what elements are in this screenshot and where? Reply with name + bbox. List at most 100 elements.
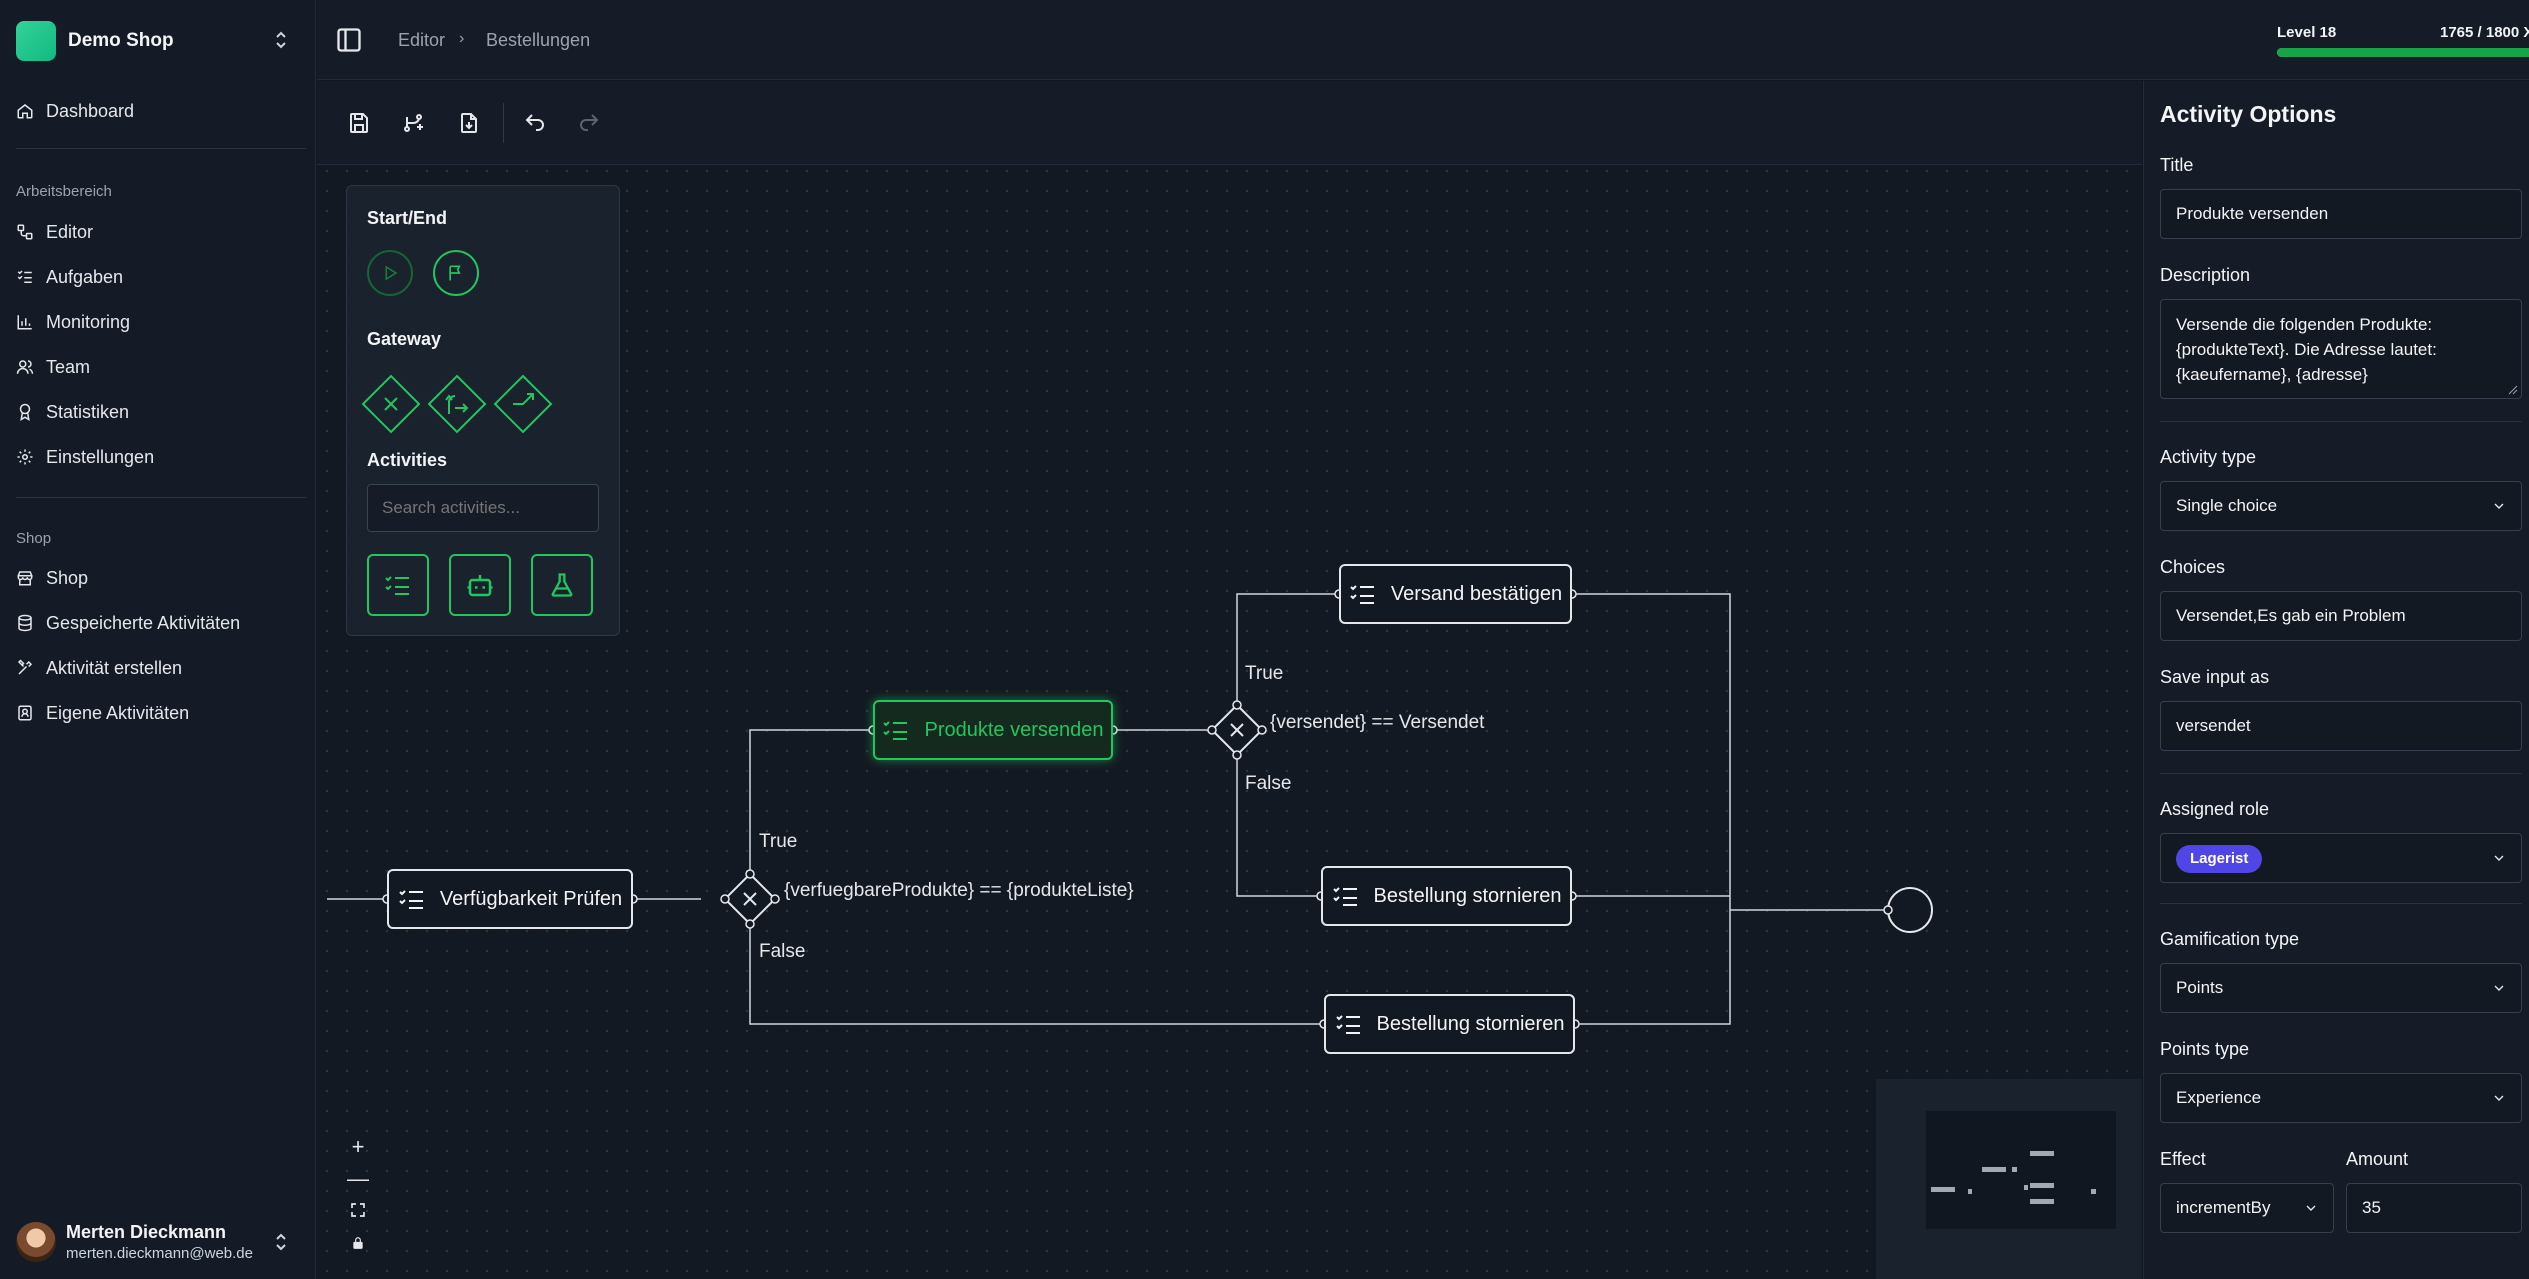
assigned-role-select[interactable]: Lagerist	[2160, 833, 2522, 883]
search-activities-input[interactable]	[367, 484, 599, 532]
sidebar-toggle-icon[interactable]	[335, 26, 363, 54]
end-event[interactable]	[1887, 887, 1933, 933]
save-input-field[interactable]: versendet	[2160, 701, 2522, 751]
save-button[interactable]	[347, 111, 371, 135]
sidebar-item-create-activity[interactable]: Aktivität erstellen	[16, 650, 301, 686]
gamification-type-select[interactable]: Points	[2160, 963, 2522, 1013]
sidebar-item-label: Shop	[46, 567, 89, 588]
sidebar-item-editor[interactable]: Editor	[16, 214, 301, 250]
sidebar-item-label: Statistiken	[46, 401, 130, 422]
zoom-controls: + —	[343, 1131, 373, 1259]
sidebar-item-label: Team	[46, 356, 91, 377]
redo-icon	[580, 114, 599, 131]
chevron-down-icon	[2494, 985, 2504, 991]
sidebar-item-monitoring[interactable]: Monitoring	[16, 304, 301, 340]
edge-label-true: True	[759, 831, 798, 852]
bar-chart-icon	[17, 315, 32, 330]
undo-icon	[525, 114, 544, 131]
activity-node-label: Bestellung stornieren	[1376, 1012, 1565, 1035]
end-node-tool[interactable]	[433, 250, 479, 296]
shop-name: Demo Shop	[68, 30, 174, 51]
activity-node-label: Bestellung stornieren	[1373, 884, 1562, 907]
zoom-in-button[interactable]: +	[351, 1134, 365, 1159]
toolbar-divider	[503, 103, 504, 143]
breadcrumb-separator-icon: ›	[459, 30, 465, 47]
inclusive-gateway-icon[interactable]	[491, 372, 555, 436]
sidebar-item-dashboard[interactable]: Dashboard	[16, 93, 301, 129]
assigned-role-label: Assigned role	[2160, 799, 2270, 819]
sidebar-item-einstellungen[interactable]: Einstellungen	[16, 439, 301, 475]
effect-select[interactable]: incrementBy	[2160, 1183, 2334, 1233]
points-type-select[interactable]: Experience	[2160, 1073, 2522, 1123]
effect-value: incrementBy	[2176, 1198, 2271, 1217]
sidebar-divider	[16, 497, 306, 498]
sidebar-item-label: Monitoring	[46, 311, 131, 332]
activity-node-cancel-order[interactable]: Bestellung stornieren	[1324, 994, 1575, 1054]
activity-tool-bot[interactable]	[449, 554, 511, 616]
palette-section-start-end: Start/End	[367, 208, 448, 228]
sidebar-item-statistiken[interactable]: Statistiken	[16, 394, 301, 430]
top-bar: Editor › Bestellungen	[317, 0, 2529, 80]
fit-view-button[interactable]	[343, 1195, 373, 1227]
sidebar-item-team[interactable]: Team	[16, 349, 301, 385]
redo-button[interactable]	[577, 111, 601, 135]
activity-tool-task[interactable]	[367, 554, 429, 616]
layout-button[interactable]	[401, 111, 425, 135]
undo-button[interactable]	[523, 111, 547, 135]
activity-type-select[interactable]: Single choice	[2160, 481, 2522, 531]
level-label: Level 18	[2277, 24, 2337, 41]
edge-label-false: False	[759, 941, 806, 962]
palette-section-activities: Activities	[367, 450, 448, 470]
resize-handle-icon[interactable]	[2506, 383, 2518, 395]
sidebar-item-label: Aktivität erstellen	[46, 657, 183, 678]
save-icon	[350, 113, 368, 133]
title-input[interactable]: Produkte versenden	[2160, 189, 2522, 239]
editor-toolbar	[317, 81, 2142, 165]
sidebar-item-label: Aufgaben	[46, 266, 124, 287]
edge-label-true: True	[1245, 663, 1284, 684]
flask-icon	[551, 573, 573, 597]
zoom-out-button[interactable]: —	[347, 1166, 369, 1191]
description-textarea[interactable]: Versende die folgenden Produkte: {produk…	[2160, 299, 2522, 399]
play-icon	[385, 265, 398, 281]
activity-node-send-products[interactable]: Produkte versenden	[873, 700, 1113, 760]
chevron-down-icon	[2306, 1205, 2316, 1211]
lock-icon	[353, 1237, 363, 1249]
minimap-viewport	[1926, 1111, 2116, 1229]
user-menu[interactable]: Merten Dieckmann merten.dieckmann@web.de	[16, 1220, 301, 1264]
sidebar-item-shop[interactable]: Shop	[16, 560, 301, 596]
activity-tool-test[interactable]	[531, 554, 593, 616]
list-check-icon	[1332, 887, 1357, 906]
sidebar-item-saved-activities[interactable]: Gespeicherte Aktivitäten	[16, 605, 301, 641]
sidebar-item-aufgaben[interactable]: Aufgaben	[16, 259, 301, 295]
workflow-canvas[interactable]: Verfügbarkeit Prüfen Produkte versenden …	[317, 81, 2142, 1279]
list-check-icon	[1350, 585, 1374, 604]
sidebar-item-label: Dashboard	[46, 100, 135, 121]
activity-node-cancel-order[interactable]: Bestellung stornieren	[1321, 866, 1572, 926]
breadcrumb-editor[interactable]: Editor	[398, 30, 446, 50]
panel-divider	[2160, 773, 2522, 774]
shop-switcher[interactable]: Demo Shop	[16, 20, 301, 62]
workflow-icon	[17, 224, 33, 240]
chevron-up-down-icon	[276, 31, 286, 49]
choices-input[interactable]: Versendet,Es gab ein Problem	[2160, 591, 2522, 641]
export-button[interactable]	[457, 111, 481, 135]
activity-node-label: Produkte versenden	[924, 718, 1104, 741]
xp-progress-bar	[2277, 48, 2529, 57]
lock-button[interactable]	[343, 1227, 373, 1259]
activity-node-confirm-shipping[interactable]: Versand bestätigen	[1339, 564, 1572, 624]
xp-progress-fill	[2277, 48, 2529, 57]
activity-type-label: Activity type	[2160, 447, 2257, 467]
list-check-icon	[385, 576, 409, 595]
parallel-gateway-icon[interactable]	[425, 372, 489, 436]
exclusive-gateway-icon[interactable]	[359, 372, 423, 436]
minimap[interactable]	[1876, 1079, 2142, 1279]
activity-node-check-availability[interactable]: Verfügbarkeit Prüfen	[387, 869, 633, 929]
sidebar-item-label: Editor	[46, 221, 94, 242]
start-node-tool[interactable]	[367, 250, 413, 296]
avatar	[16, 1222, 56, 1262]
amount-input[interactable]: 35	[2346, 1183, 2522, 1233]
points-type-value: Experience	[2176, 1088, 2262, 1107]
activity-type-value: Single choice	[2176, 496, 2278, 515]
sidebar-item-own-activities[interactable]: Eigene Aktivitäten	[16, 695, 301, 731]
